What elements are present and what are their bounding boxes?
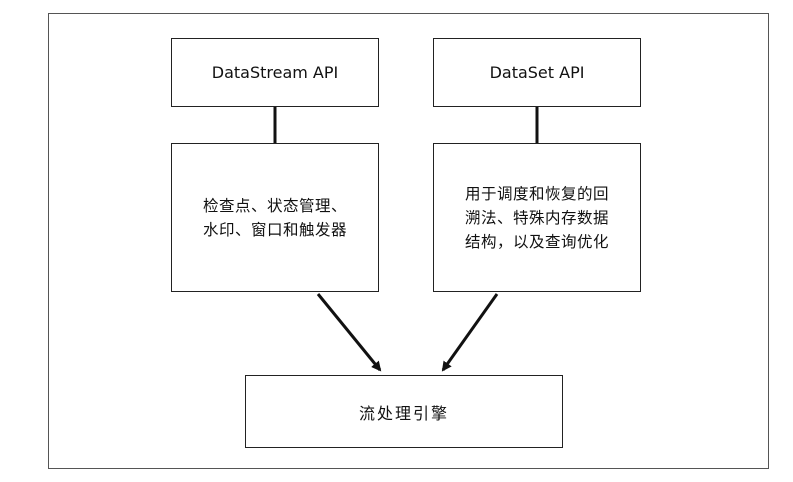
datastream-features-text: 检查点、状态管理、 水印、窗口和触发器 — [202, 196, 347, 239]
diagram-frame — [48, 13, 769, 469]
stream-processing-engine-label: 流处理引擎 — [358, 403, 449, 423]
datastream-api-box: DataStream API — [171, 38, 379, 107]
datastream-api-label: DataStream API — [211, 63, 339, 82]
dataset-features-box: 用于调度和恢复的回 溯法、特殊内存数据 结构，以及查询优化 — [433, 143, 641, 292]
dataset-api-box: DataSet API — [433, 38, 641, 107]
dataset-api-label: DataSet API — [489, 63, 585, 82]
dataset-features-text: 用于调度和恢复的回 溯法、特殊内存数据 结构，以及查询优化 — [464, 184, 609, 251]
datastream-features-box: 检查点、状态管理、 水印、窗口和触发器 — [171, 143, 379, 292]
stream-processing-engine-box: 流处理引擎 — [245, 375, 563, 448]
